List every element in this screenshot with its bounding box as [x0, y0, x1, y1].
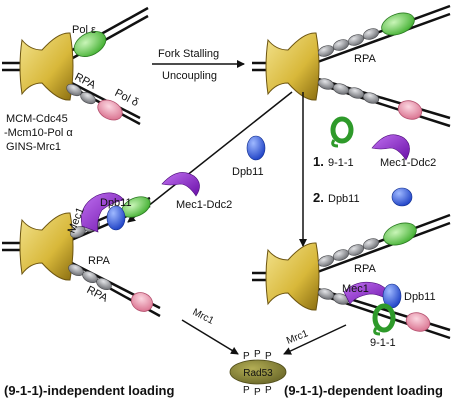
dpb11-bound-shape — [106, 205, 126, 231]
rpa-label: RPA — [88, 255, 110, 267]
rad53-shape — [229, 359, 287, 385]
rpa-label: RPA — [354, 53, 376, 65]
step1-number: 1. — [313, 154, 324, 169]
dpb11-bound-label: Dpb11 — [404, 291, 436, 303]
nine-one-one-tail — [331, 139, 339, 148]
mcm-helicase-shape — [265, 32, 320, 101]
fork-1: Pol ε RPA Pol δ MCM-Cdc45 -Mcm10-Pol α G… — [2, 6, 149, 153]
nine-one-one-bound-shape — [372, 303, 396, 333]
rpa-shape — [80, 91, 96, 105]
pol-delta-shape — [97, 99, 123, 121]
fork-stalling-label: Fork Stalling — [158, 48, 219, 60]
independent-loading-caption: (9-1-1)-independent loading — [4, 383, 175, 398]
dpb11-free-shape — [246, 135, 266, 161]
mrc1-label-left: Mrc1 — [191, 307, 216, 327]
rpa-label: RPA — [354, 263, 376, 275]
fork-3: Dpb11 Mec1 RPA RPA — [2, 192, 161, 318]
complex-label-line1: MCM-Cdc45 — [6, 113, 68, 125]
step2-number: 2. — [313, 190, 324, 205]
mec1-ddc2-step-shape — [371, 134, 410, 161]
pol-epsilon-label: Pol ε — [72, 24, 96, 36]
dpb11-step-shape — [391, 187, 413, 207]
rpa-shape — [96, 277, 112, 291]
complex-label-line3: GINS-Mrc1 — [6, 141, 61, 153]
phospho-bottom-1: P — [243, 385, 250, 396]
mcm-helicase-shape — [19, 212, 74, 281]
mec1-ddc2-bound-shape — [81, 192, 125, 233]
dpb11-bound-label: Dpb11 — [100, 197, 132, 209]
nine-one-one-bound-label: 9-1-1 — [370, 337, 396, 349]
mcm-helicase-shape — [265, 242, 320, 311]
mrc1-arrow-left — [181, 319, 239, 355]
mec1-bound-label: Mec1 — [342, 283, 369, 295]
dependent-loading-caption: (9-1-1)-dependent loading — [284, 383, 443, 398]
mcm-helicase-shape — [19, 32, 74, 101]
pol-epsilon-shape — [73, 31, 107, 57]
phospho-top-3: P — [265, 351, 272, 362]
fork-stalling-arrow: Fork Stalling Uncoupling — [152, 48, 245, 82]
nine-one-one-clamp-shape — [330, 116, 354, 144]
step1-nine-one-one-label: 9-1-1 — [328, 157, 354, 169]
fork-4: RPA Mec1 Dpb11 9-1-1 — [252, 213, 451, 349]
dpb11-free-label: Dpb11 — [232, 166, 264, 178]
pol-epsilon-shape — [383, 222, 417, 246]
step1-mec1-ddc2-label: Mec1-Ddc2 — [380, 157, 436, 169]
phospho-bottom-3: P — [265, 385, 272, 396]
fork-2: RPA — [252, 4, 451, 128]
rpa-shape — [362, 92, 380, 104]
rad53-label: Rad53 — [243, 368, 273, 379]
pol-delta-shape — [130, 292, 154, 312]
pol-epsilon-shape — [381, 12, 415, 36]
mec1-ddc2-free-shape — [161, 172, 200, 197]
phospho-top-1: P — [243, 351, 250, 362]
nine-one-one-bound-tail — [373, 327, 381, 336]
mec1-ddc2-free-label: Mec1-Ddc2 — [176, 199, 232, 211]
rpa-shape — [362, 28, 380, 40]
phospho-top-2: P — [254, 349, 261, 360]
arrow-to-independent — [127, 91, 293, 223]
phospho-bottom-2: P — [254, 387, 261, 398]
uncoupling-label: Uncoupling — [162, 70, 217, 82]
step-factors: 1. 9-1-1 Mec1-Ddc2 2. Dpb11 — [313, 116, 436, 207]
mrc1-arrow-right — [283, 324, 347, 355]
rad53-group: Rad53 P P P P P P — [229, 349, 287, 398]
pol-delta-shape — [405, 312, 431, 332]
complex-label-line2: -Mcm10-Pol α — [4, 127, 73, 139]
rpa-shape — [362, 238, 380, 250]
step2-dpb11-label: Dpb11 — [328, 193, 360, 205]
pol-delta-shape — [397, 100, 423, 120]
